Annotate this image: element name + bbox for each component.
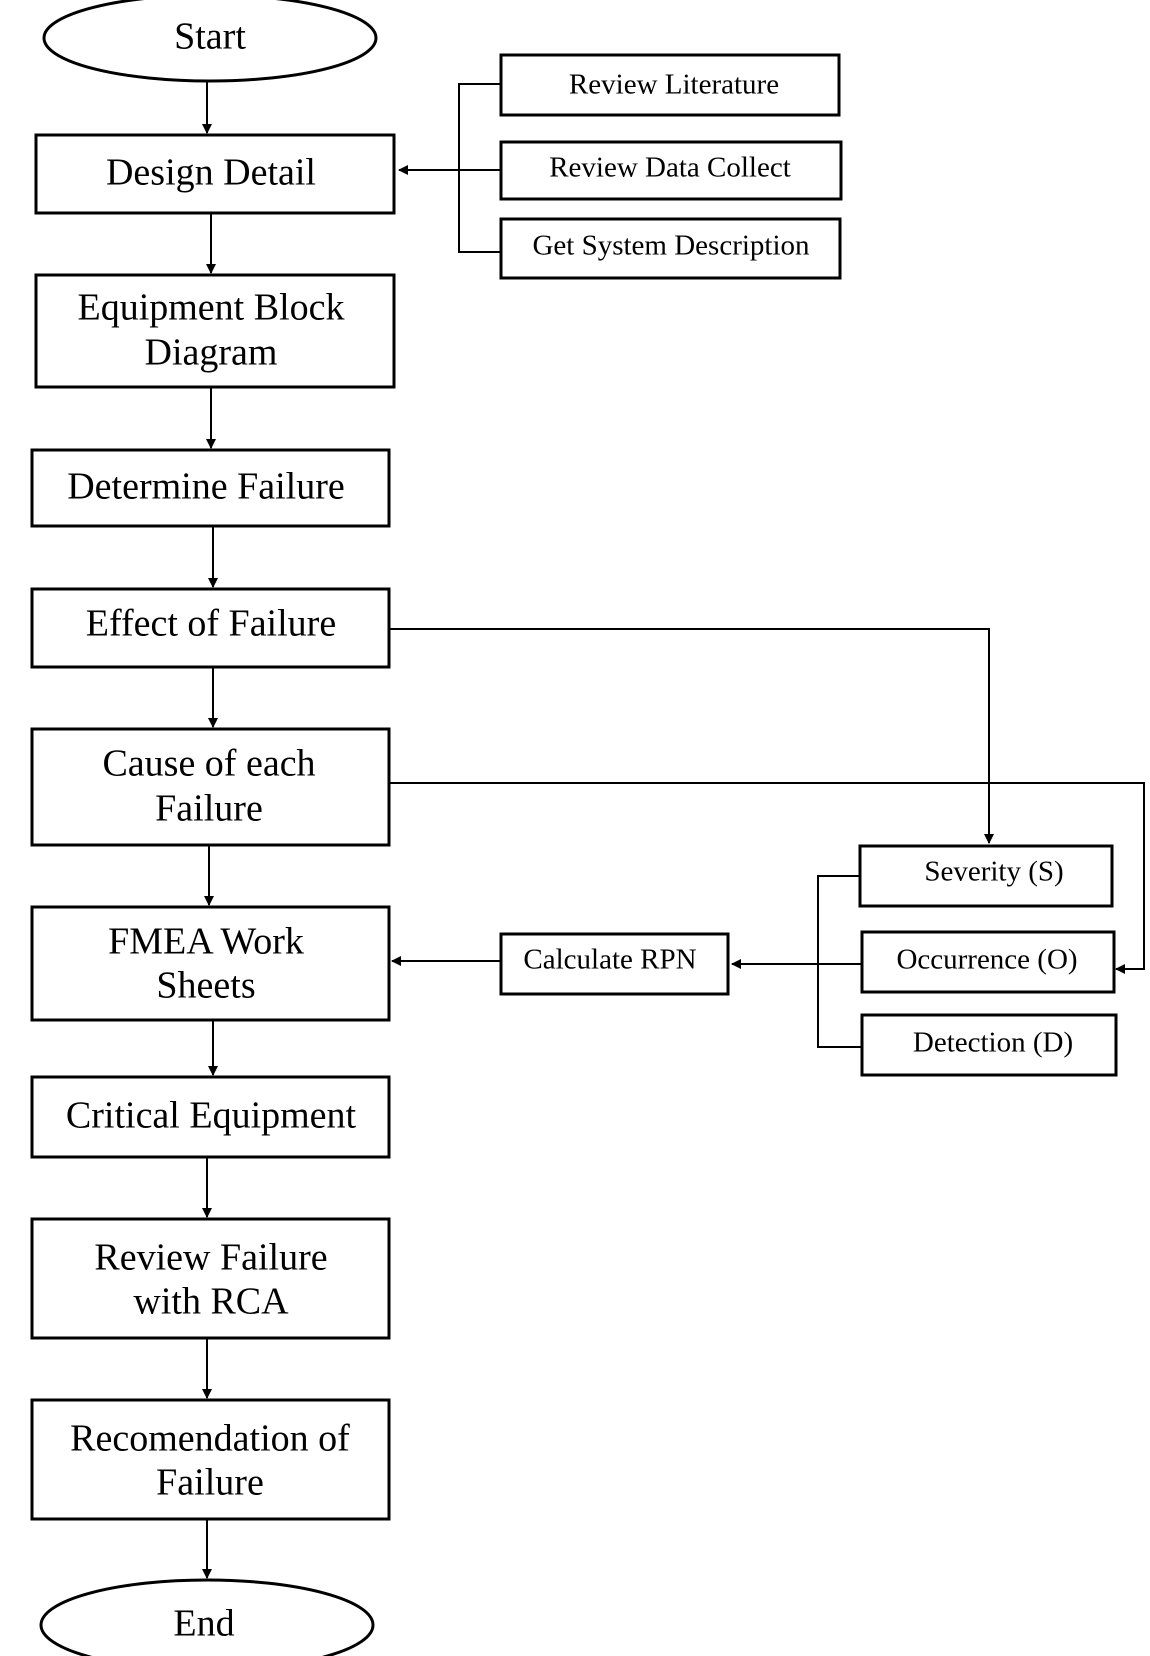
review-literature-node: Review Literature <box>499 53 841 117</box>
equipment-block-node: Equipment Block Diagram <box>34 273 396 389</box>
input-bracket-connectors <box>398 83 501 253</box>
review-data-collect-node: Review Data Collect <box>499 140 843 201</box>
effect-of-failure-label: Effect of Failure <box>86 603 336 645</box>
review-literature-label: Review Literature <box>569 69 779 101</box>
recommendation-node: Recomendation of Failure <box>30 1398 391 1521</box>
review-rca-label-line2: with RCA <box>133 1281 289 1323</box>
cause-of-failure-box <box>30 727 391 847</box>
critical-equipment-box <box>30 1075 391 1159</box>
recommendation-label-line2: Failure <box>156 1462 264 1504</box>
calculate-rpn-label: Calculate RPN <box>523 944 696 976</box>
start-ellipse <box>42 0 378 83</box>
get-system-description-box <box>499 217 842 280</box>
determine-failure-label: Determine Failure <box>67 466 345 508</box>
end-label: End <box>173 1603 234 1645</box>
get-system-description-node: Get System Description <box>499 217 842 280</box>
severity-label: Severity (S) <box>924 856 1063 888</box>
review-rca-label-line1: Review Failure <box>94 1237 327 1279</box>
detection-node: Detection (D) <box>860 1013 1118 1077</box>
effect-of-failure-node: Effect of Failure <box>30 587 391 669</box>
severity-box <box>858 844 1114 908</box>
start-label: Start <box>174 16 246 58</box>
occurrence-label: Occurrence (O) <box>896 944 1077 976</box>
detection-box <box>860 1013 1118 1077</box>
occurrence-node: Occurrence (O) <box>860 930 1116 994</box>
design-detail-box <box>34 133 396 215</box>
critical-equipment-node: Critical Equipment <box>30 1075 391 1159</box>
equipment-block-box <box>34 273 396 389</box>
review-literature-box <box>499 53 841 117</box>
design-detail-node: Design Detail <box>34 133 396 215</box>
severity-node: Severity (S) <box>858 844 1114 908</box>
design-detail-label: Design Detail <box>106 152 316 194</box>
calculate-rpn-node: Calculate RPN <box>499 932 730 996</box>
arrow-effect-to-severity <box>390 628 994 844</box>
occurrence-box <box>860 930 1116 994</box>
main-flow-connectors <box>202 80 218 1579</box>
effect-of-failure-box <box>30 587 391 669</box>
determine-failure-box <box>30 448 391 528</box>
fmea-worksheets-label-line2: Sheets <box>156 965 255 1007</box>
cause-of-failure-label-line1: Cause of each <box>102 743 315 785</box>
cause-of-failure-node: Cause of each Failure <box>30 727 391 847</box>
end-terminal: End <box>39 1578 375 1656</box>
bracket-rpn-factors <box>817 875 862 1048</box>
critical-equipment-label: Critical Equipment <box>66 1095 357 1137</box>
review-rca-box <box>30 1217 391 1340</box>
arrow-cause-to-occurrence <box>390 782 1145 974</box>
recommendation-label-line1: Recomendation of <box>70 1418 350 1460</box>
review-data-collect-label: Review Data Collect <box>549 152 791 184</box>
cause-of-failure-label-line2: Failure <box>155 788 263 830</box>
recommendation-box <box>30 1398 391 1521</box>
review-data-collect-box <box>499 140 843 201</box>
calculate-rpn-box <box>499 932 730 996</box>
end-ellipse <box>39 1578 375 1656</box>
determine-failure-node: Determine Failure <box>30 448 391 528</box>
bracket-review-inputs <box>458 83 501 253</box>
start-terminal: Start <box>42 0 378 83</box>
get-system-description-label: Get System Description <box>532 230 810 262</box>
equipment-block-label-line2: Diagram <box>145 332 278 374</box>
fmea-worksheets-node: FMEA Work Sheets <box>30 905 391 1022</box>
rpn-connectors <box>390 628 1145 1048</box>
fmea-worksheets-box <box>30 905 391 1022</box>
detection-label: Detection (D) <box>913 1027 1073 1059</box>
equipment-block-label-line1: Equipment Block <box>77 287 344 329</box>
review-rca-node: Review Failure with RCA <box>30 1217 391 1340</box>
fmea-worksheets-label-line1: FMEA Work <box>108 921 304 963</box>
